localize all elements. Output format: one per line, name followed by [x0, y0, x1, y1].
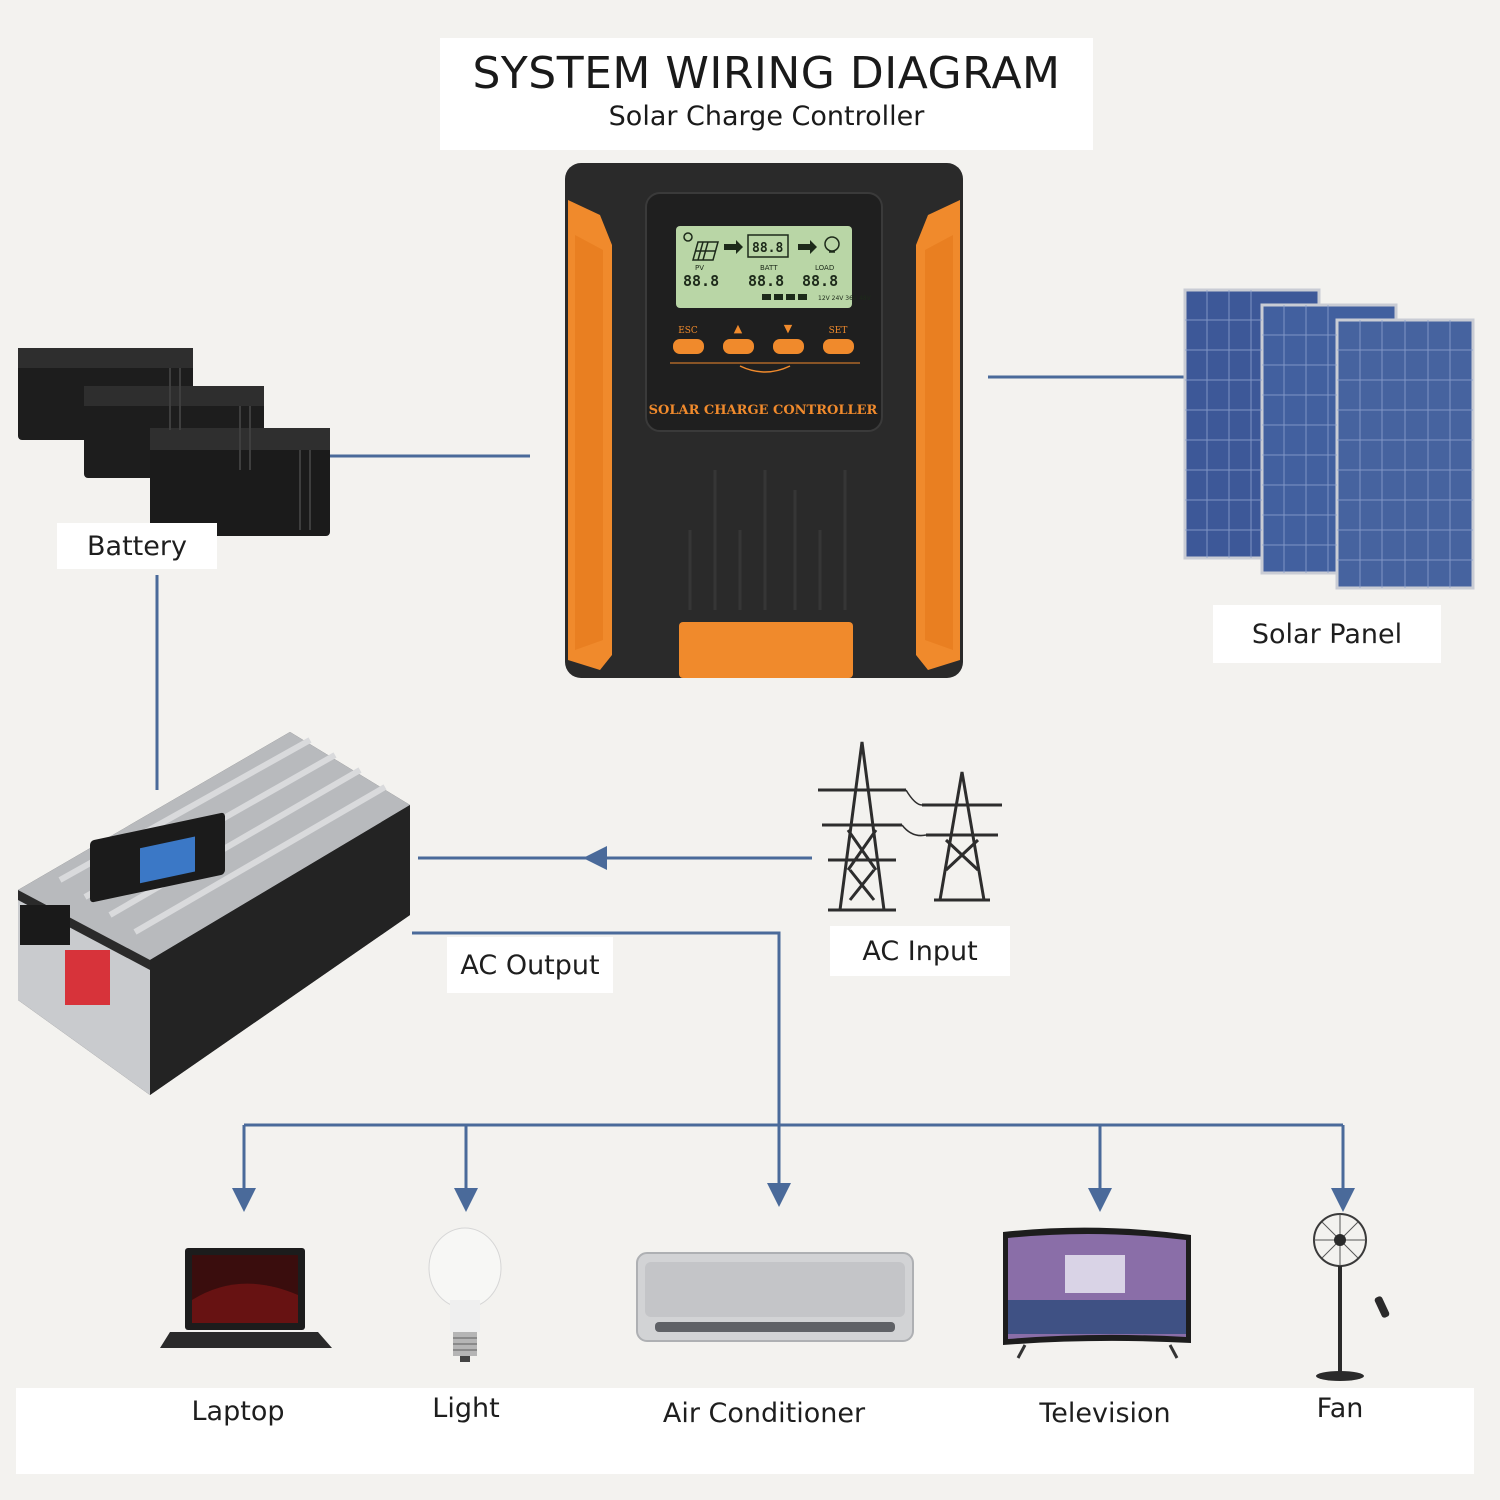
arrow-fan	[1331, 1188, 1355, 1212]
solar-panel-label: Solar Panel	[1213, 605, 1441, 663]
lcd-load-value: 88.8	[802, 272, 838, 290]
down-button	[773, 339, 804, 354]
esc-label: ESC	[678, 326, 698, 336]
light-bulb	[428, 1227, 502, 1362]
ac-input-label: AC Input	[830, 926, 1010, 976]
lcd-batt-value: 88.8	[748, 272, 784, 290]
diagram-title: SYSTEM WIRING DIAGRAM	[472, 48, 1061, 99]
standing-fan	[1313, 1213, 1390, 1381]
wire-ac-output	[412, 931, 781, 1185]
arrowheads	[232, 846, 1355, 1212]
solar-panels	[1183, 288, 1475, 590]
ac-output-label-text: AC Output	[460, 949, 600, 981]
battery-label: Battery	[57, 523, 217, 569]
lcd-voltages: 12V 24V 36V 48V	[818, 295, 872, 302]
battery-bank	[18, 348, 330, 536]
up-button	[723, 339, 754, 354]
solar-panel-label-text: Solar Panel	[1251, 618, 1403, 650]
television-set	[1003, 1227, 1191, 1359]
battery-label-text: Battery	[87, 530, 187, 562]
lcd-top-value: 88.8	[752, 241, 783, 256]
ac-output-label: AC Output	[447, 937, 613, 993]
inverter	[18, 732, 410, 1095]
title-box: SYSTEM WIRING DIAGRAM Solar Charge Contr…	[440, 38, 1093, 150]
light-label: Light	[432, 1393, 500, 1424]
lcd-batt-label: BATT	[760, 264, 778, 272]
set-label: SET	[829, 326, 848, 336]
arrow-ac	[767, 1183, 791, 1207]
down-label: ▼	[784, 322, 793, 335]
arrow-to-inverter	[583, 846, 607, 870]
laptop-device	[160, 1248, 332, 1348]
television-label: Television	[1039, 1398, 1171, 1429]
esc-button	[673, 339, 704, 354]
charge-controller: 88.8 PV BATT LOAD 88.8 88.8 88.8 12V 24V…	[565, 163, 963, 678]
air-conditioner-label: Air Conditioner	[662, 1398, 866, 1429]
diagram-subtitle: Solar Charge Controller	[608, 101, 925, 132]
laptop-label: Laptop	[191, 1396, 285, 1427]
arrow-laptop	[232, 1188, 256, 1212]
ac-input-label-text: AC Input	[862, 935, 978, 967]
arrow-tv	[1088, 1188, 1112, 1212]
load-label-strip	[16, 1388, 1474, 1474]
air-conditioner-unit	[636, 1252, 914, 1342]
fan-label: Fan	[1316, 1393, 1364, 1424]
controller-brand: SOLAR CHARGE CONTROLLER	[649, 403, 878, 418]
set-button	[823, 339, 854, 354]
wires	[155, 375, 1345, 1190]
lcd-pv-value: 88.8	[683, 272, 719, 290]
lcd-pv-label: PV	[695, 264, 704, 272]
up-label: ▲	[734, 322, 743, 335]
lcd-load-label: LOAD	[815, 264, 834, 272]
power-towers	[818, 741, 1002, 912]
arrow-light	[454, 1188, 478, 1212]
